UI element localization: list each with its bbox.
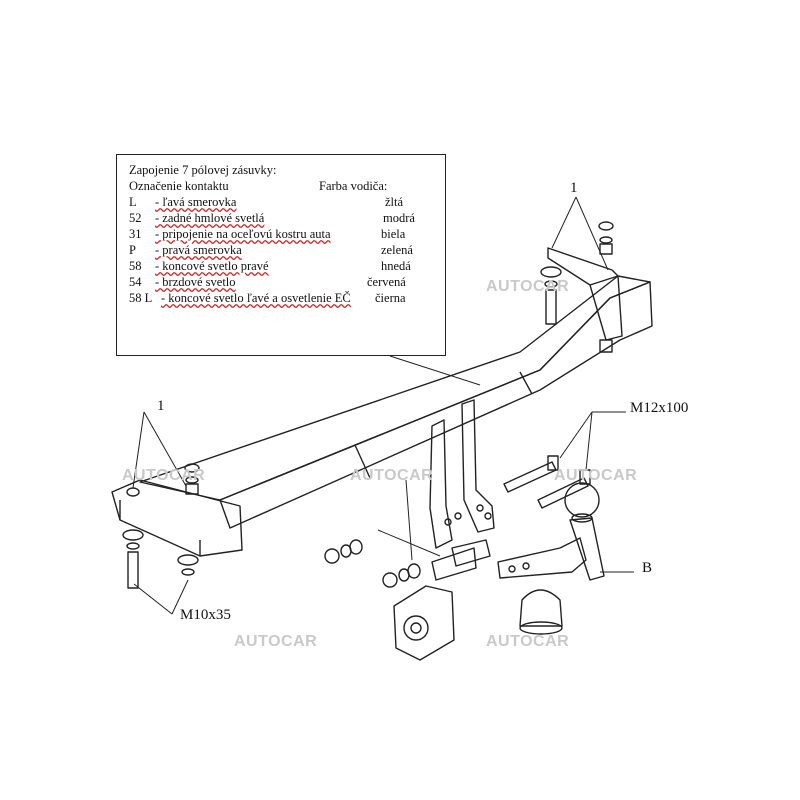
watermark: AUTOCAR (486, 633, 570, 650)
legend-color: červená (367, 275, 406, 289)
ball-cap (519, 589, 563, 627)
callout-bolt-m12x100: M12x100 (630, 400, 689, 416)
legend-title: Zapojenie 7 pólovej zásuvky: (129, 163, 277, 177)
legend-code: L (129, 195, 137, 209)
legend-code: 58 L (129, 291, 153, 305)
legend-desc: - brzdové svetlo (155, 275, 236, 289)
right-side-arm (547, 247, 619, 286)
legend-code: 58 (129, 259, 142, 273)
legend-color: čierna (375, 291, 406, 305)
legend-desc: - koncové svetlo ľavé a osvetlenie EČ (161, 291, 351, 305)
legend-color: žltá (385, 195, 404, 209)
watermark: AUTOCAR (122, 467, 206, 484)
wiring-legend-box: Zapojenie 7 pólovej zásuvky: Označenie k… (116, 154, 446, 356)
crossbar-front (219, 281, 653, 529)
left-bracket-plate (111, 479, 243, 557)
legend-desc: - pripojenie na oceľovú kostru auta (155, 227, 331, 241)
legend-desc: - ľavá smerovka (155, 195, 237, 209)
hitch-plate-left (429, 419, 453, 549)
socket-plate (393, 585, 455, 661)
fasteners-middle (324, 539, 421, 588)
watermark: AUTOCAR (554, 467, 638, 484)
legend-code: 54 (129, 275, 142, 289)
fasteners-right (540, 221, 614, 353)
hitch-plate-right (461, 399, 495, 533)
legend-desc: - zadné hmlové svetlá (155, 211, 265, 225)
legend-desc: - pravá smerovka (155, 243, 242, 257)
watermark: AUTOCAR (234, 633, 318, 650)
legend-code: P (129, 243, 136, 257)
legend-col-color: Farba vodiča: (319, 179, 388, 193)
legend-desc: - koncové svetlo pravé (155, 259, 269, 273)
legend-color: modrá (383, 211, 415, 225)
watermark: AUTOCAR (486, 278, 570, 295)
legend-color: hnedá (381, 259, 411, 273)
legend-code: 31 (129, 227, 142, 241)
callout-part-1-left: 1 (157, 398, 165, 414)
legend-col-contact: Označenie kontaktu (129, 179, 229, 193)
ball-mount-arm (497, 537, 587, 579)
bolt-m12-lower (537, 477, 589, 509)
callout-ball-b: B (642, 560, 653, 576)
callout-part-1-top: 1 (570, 180, 578, 196)
legend-color: biela (381, 227, 406, 241)
callout-bolt-m10x35: M10x35 (180, 607, 231, 623)
legend-code: 52 (129, 211, 142, 225)
tow-ball (564, 482, 600, 518)
legend-color: zelená (381, 243, 413, 257)
watermark: AUTOCAR (350, 467, 434, 484)
